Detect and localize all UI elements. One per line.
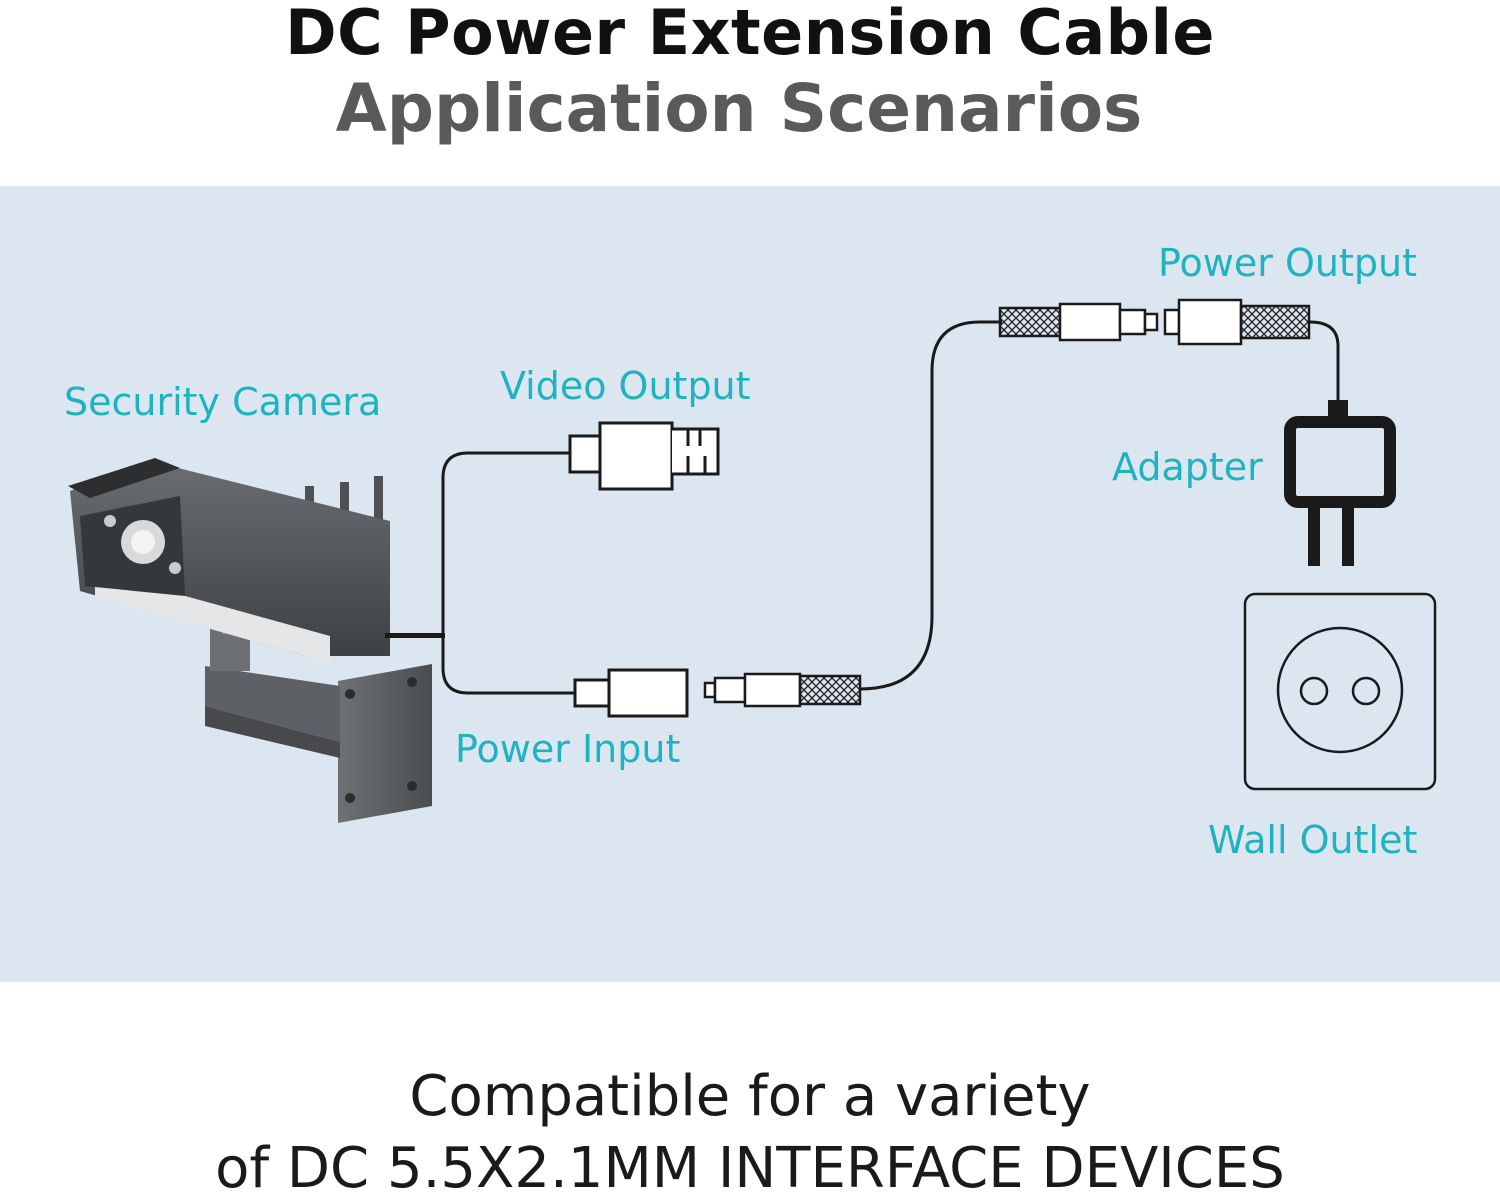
page-title: DC Power Extension Cable — [285, 0, 1215, 69]
power-adapter-icon — [1284, 400, 1396, 566]
label-security-camera: Security Camera — [64, 380, 382, 424]
label-wall-outlet: Wall Outlet — [1208, 818, 1418, 862]
connection-diagram — [68, 298, 1437, 823]
diagram-panel: Security Camera Video Output Power Input… — [0, 186, 1500, 982]
label-video-output: Video Output — [500, 364, 751, 408]
label-adapter: Adapter — [1112, 445, 1263, 489]
footer-line-1: Compatible for a variety — [409, 1064, 1091, 1129]
label-power-output: Power Output — [1158, 241, 1417, 285]
cable-lines — [441, 320, 1340, 695]
power-output-plug-icon — [1163, 298, 1311, 346]
page-subtitle: Application Scenarios — [335, 70, 1143, 147]
security-camera-icon — [68, 458, 445, 823]
video-output-connector-icon — [568, 421, 720, 491]
wall-outlet-icon — [1243, 592, 1437, 791]
label-power-input: Power Input — [455, 727, 681, 771]
power-input-connector-icon — [573, 668, 689, 718]
dc-male-plug-icon — [703, 672, 862, 708]
dc-female-jack-icon — [998, 302, 1159, 342]
footer-line-2: of DC 5.5X2.1MM INTERFACE DEVICES — [215, 1136, 1285, 1201]
